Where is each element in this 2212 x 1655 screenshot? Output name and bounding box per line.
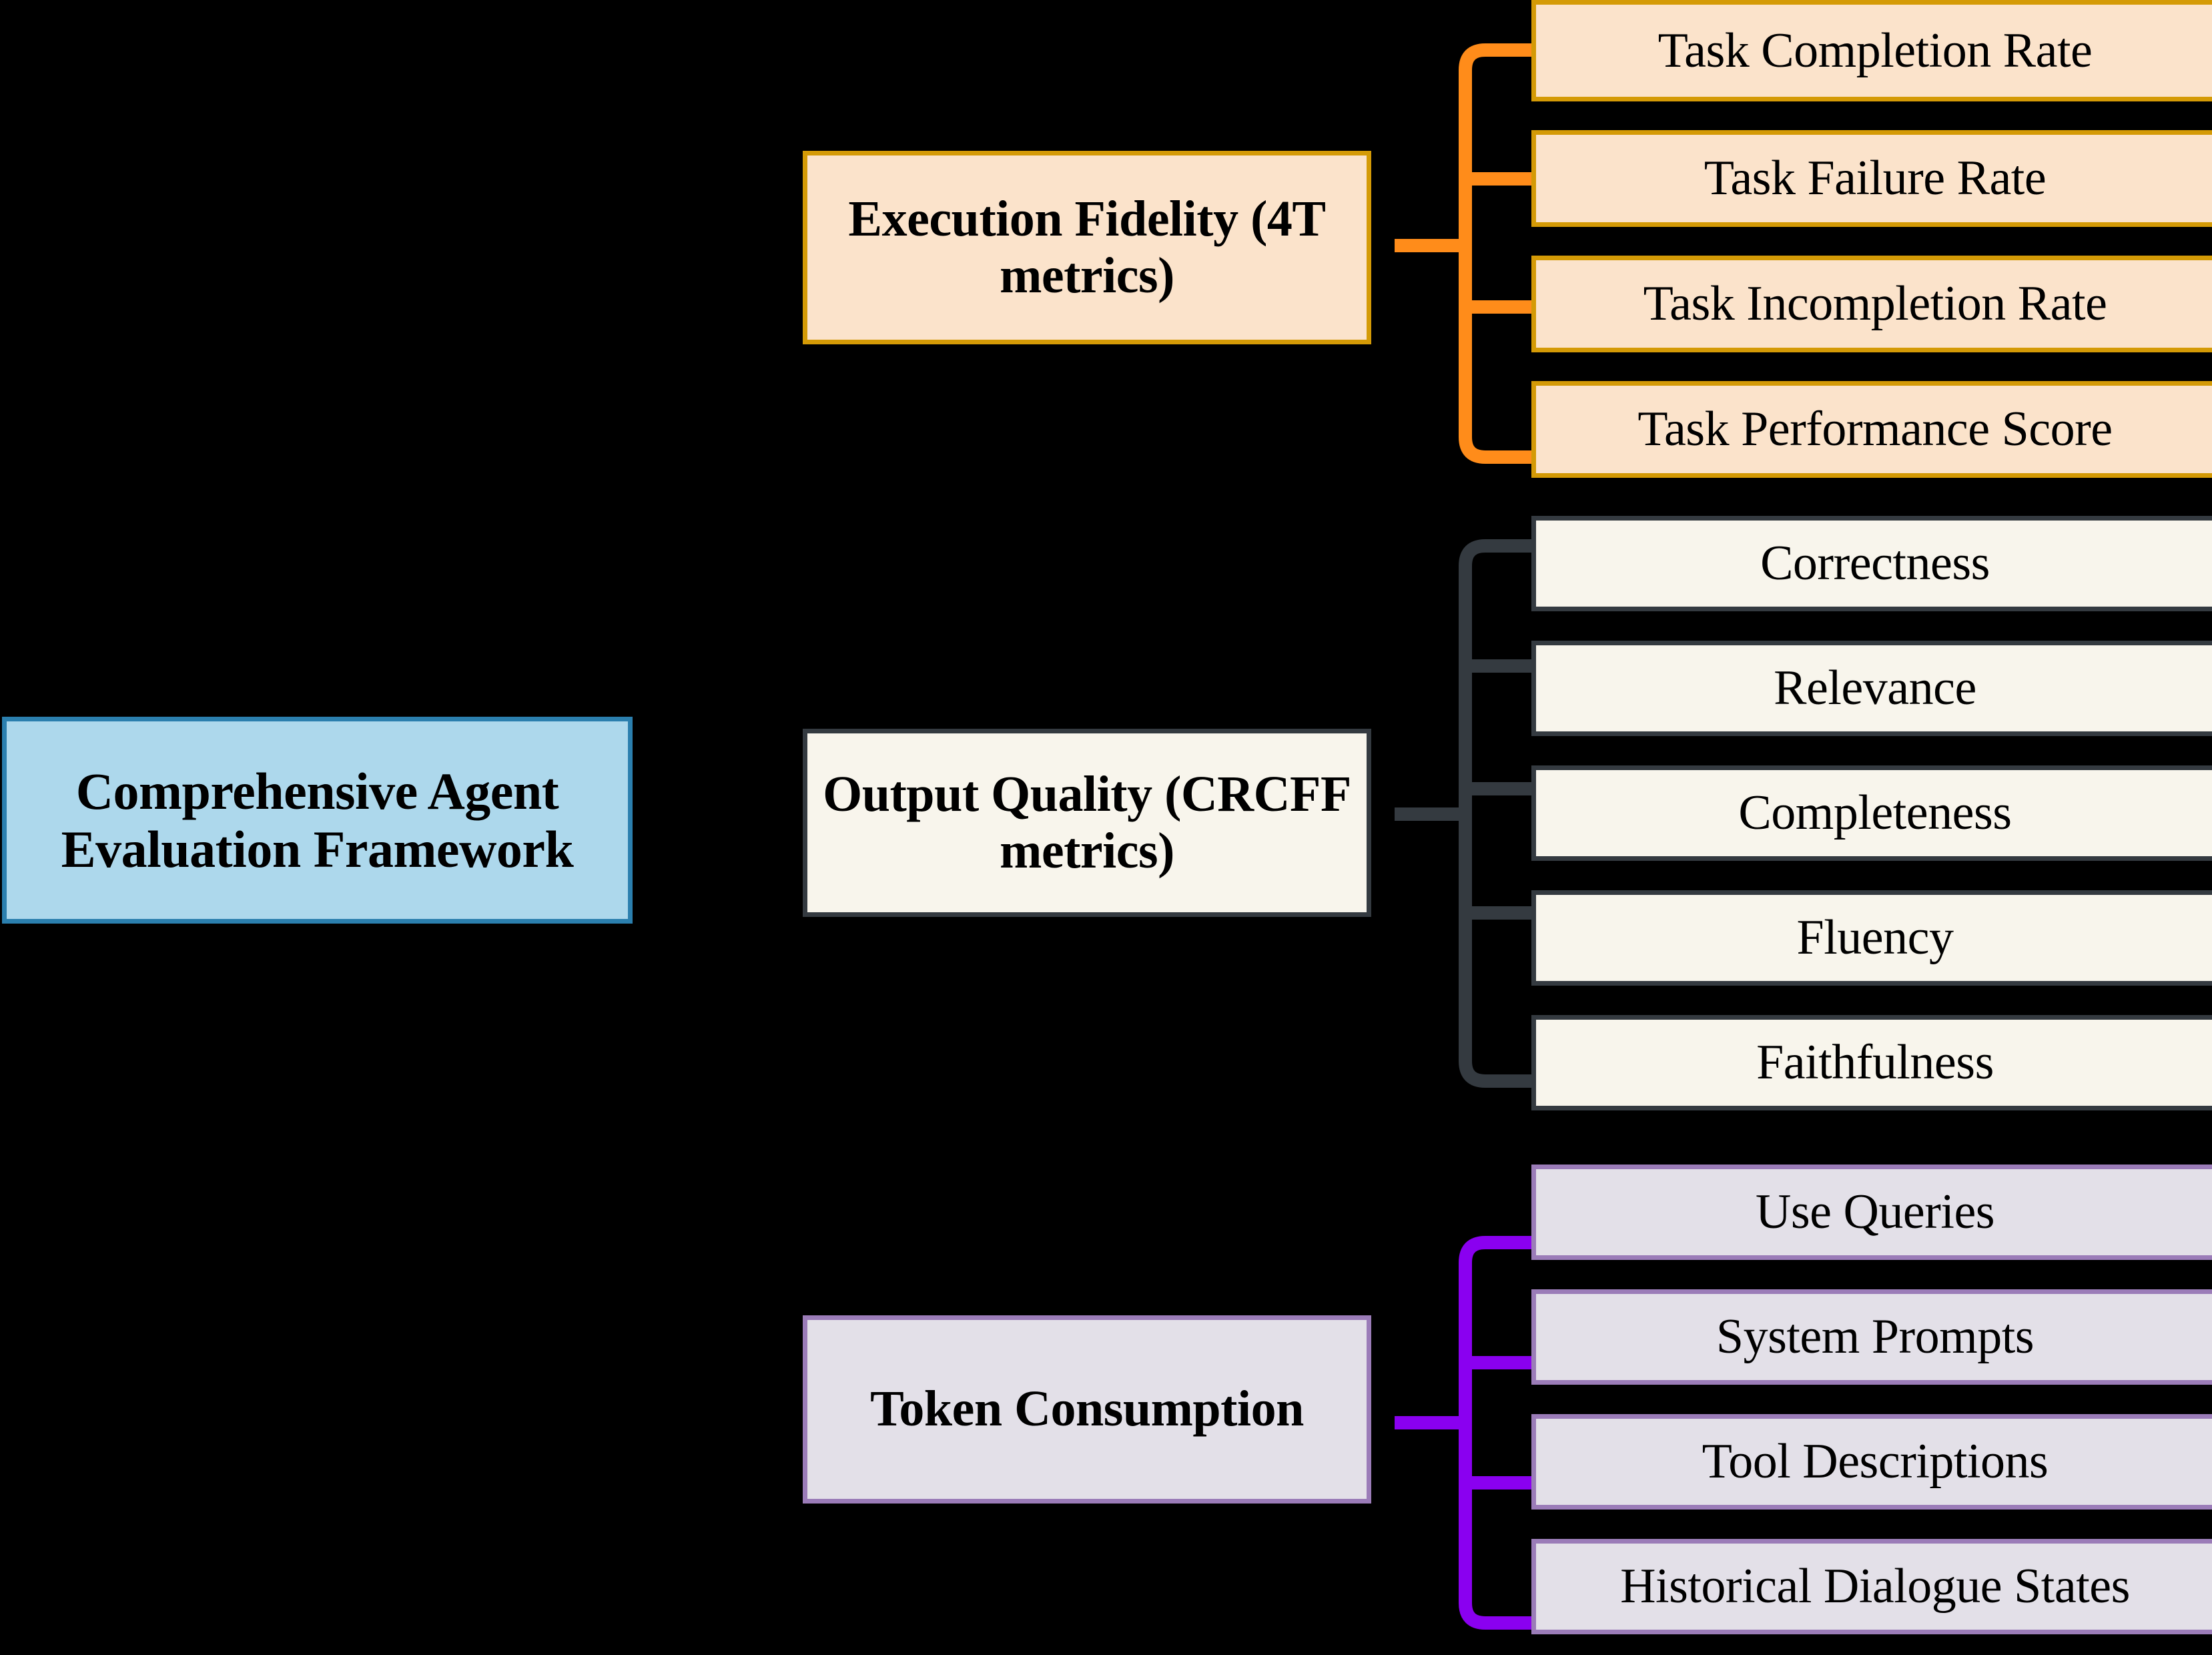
leaf-node-tool-descriptions[interactable]: Tool Descriptions xyxy=(1531,1414,2212,1510)
leaf-node-historical-dialogue-states[interactable]: Historical Dialogue States xyxy=(1531,1539,2212,1634)
leaf-node-faithfulness[interactable]: Faithfulness xyxy=(1531,1015,2212,1110)
leaf-label-correctness: Correctness xyxy=(1760,536,1990,591)
leaf-node-task-incompletion-rate[interactable]: Task Incompletion Rate xyxy=(1531,256,2212,352)
leaf-label-task-failure-rate: Task Failure Rate xyxy=(1704,151,2047,206)
leaf-node-system-prompts[interactable]: System Prompts xyxy=(1531,1289,2212,1385)
leaf-node-relevance[interactable]: Relevance xyxy=(1531,641,2212,736)
leaf-node-use-queries[interactable]: Use Queries xyxy=(1531,1165,2212,1260)
leaf-node-correctness[interactable]: Correctness xyxy=(1531,516,2212,611)
leaf-label-task-performance-score: Task Performance Score xyxy=(1637,402,2113,457)
leaf-label-task-completion-rate: Task Completion Rate xyxy=(1657,23,2093,78)
root-node-label-line1: Comprehensive Agent xyxy=(75,761,559,820)
leaf-label-historical-dialogue-states: Historical Dialogue States xyxy=(1620,1559,2130,1614)
leaf-node-fluency[interactable]: Fluency xyxy=(1531,890,2212,986)
leaf-label-task-incompletion-rate: Task Incompletion Rate xyxy=(1643,276,2107,332)
leaf-label-tool-descriptions: Tool Descriptions xyxy=(1702,1434,2049,1490)
leaf-node-task-completion-rate[interactable]: Task Completion Rate xyxy=(1531,0,2212,101)
leaf-label-system-prompts: System Prompts xyxy=(1716,1309,2035,1365)
category-output-quality-label-line2: (CRCFF metrics) xyxy=(1000,765,1351,879)
leaf-label-use-queries: Use Queries xyxy=(1755,1185,1995,1240)
leaf-label-completeness: Completeness xyxy=(1738,785,2012,841)
leaf-label-fluency: Fluency xyxy=(1796,910,1954,966)
leaf-label-faithfulness: Faithfulness xyxy=(1756,1035,1994,1090)
leaf-node-completeness[interactable]: Completeness xyxy=(1531,765,2212,861)
leaf-node-task-performance-score[interactable]: Task Performance Score xyxy=(1531,381,2212,478)
category-token-consumption-label-line1: Token Consumption xyxy=(870,1381,1304,1437)
category-node-execution-fidelity[interactable]: Execution Fidelity (4T metrics) xyxy=(803,151,1371,344)
root-node-comprehensive-agent-evaluation-framework[interactable]: Comprehensive Agent Evaluation Framework xyxy=(2,717,633,924)
category-execution-fidelity-label-line2: (4T metrics) xyxy=(1000,190,1326,304)
category-execution-fidelity-label-line1: Execution Fidelity xyxy=(848,190,1238,247)
leaf-label-relevance: Relevance xyxy=(1774,661,1976,716)
category-node-token-consumption[interactable]: Token Consumption xyxy=(803,1315,1371,1504)
leaf-node-task-failure-rate[interactable]: Task Failure Rate xyxy=(1531,130,2212,227)
category-node-output-quality[interactable]: Output Quality (CRCFF metrics) xyxy=(803,729,1371,917)
category-output-quality-label-line1: Output Quality xyxy=(823,765,1152,822)
root-node-label-line2: Evaluation Framework xyxy=(61,820,574,878)
